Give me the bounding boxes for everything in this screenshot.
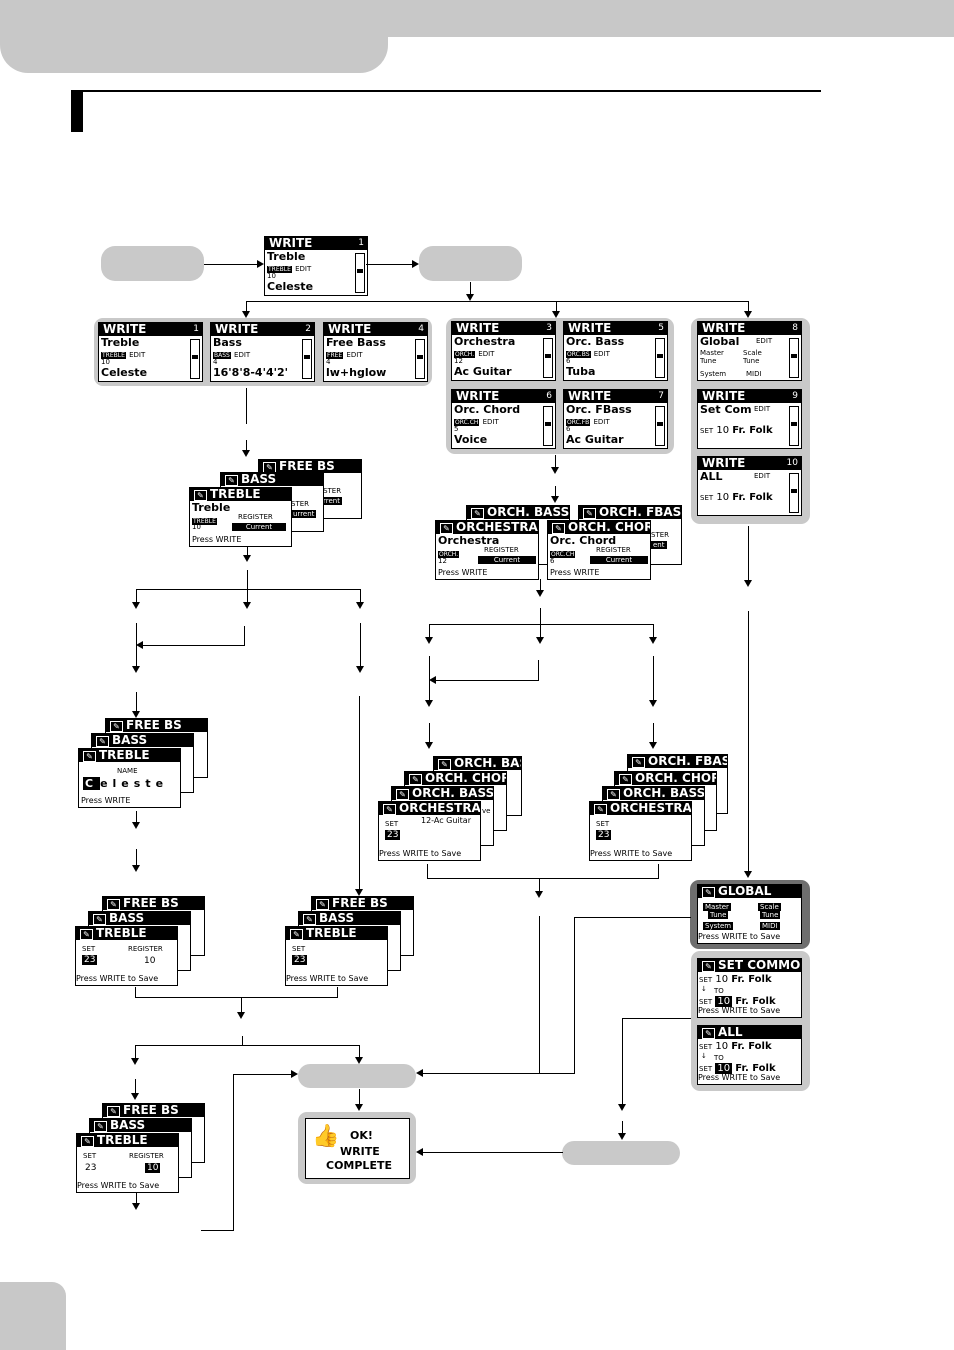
- start-pill: [101, 246, 204, 281]
- register-screen-orchestra: ✎ORCHESTRA Orchestra ORCH. 12 REGISTER C…: [435, 520, 539, 580]
- global-save-screen: ✎GLOBAL Master Tune Scale Tune System MI…: [697, 884, 802, 944]
- write-confirm-pill: [298, 1064, 416, 1088]
- save-screen-treble-c: ✎TREBLE SET REGISTER 23 10 Press WRITE t…: [76, 1133, 179, 1193]
- page-corner-tab: [0, 1282, 66, 1350]
- section-rule: [71, 90, 821, 92]
- save-screen-treble-b: ✎TREBLE SET 23 Press WRITE to Save: [285, 926, 388, 986]
- register-screen-treble: ✎TREBLE Treble TREBLE 10 REGISTER Curren…: [189, 487, 292, 547]
- section-marker: [71, 91, 83, 132]
- header-tab: [0, 0, 388, 73]
- thumbs-up-icon: 👍: [312, 1124, 340, 1149]
- all-save-screen: ✎ALL SET 10 Fr. Folk ↓ TO SET 10 Fr. Fol…: [697, 1025, 802, 1085]
- save-screen-orchestra-b: ✎ORCHESTRA SET 23 Press WRITE to Save: [589, 801, 692, 861]
- cancel-pill: [562, 1141, 680, 1165]
- register-screen-orchchord: ✎ORCH. CHORD Orc. Chord ORC.CH 6 REGISTE…: [547, 520, 651, 580]
- save-screen-orchestra-a: ✎ORCHESTRA SET 12-Ac Guitar 23 Press WRI…: [378, 801, 481, 861]
- save-screen-treble-a: ✎TREBLE SET REGISTER 23 10 Press WRITE t…: [75, 926, 178, 986]
- setcommon-save-screen: ✎SET COMMON SET 10 Fr. Folk ↓ TO SET 10 …: [697, 958, 802, 1018]
- write-complete-screen: 👍 OK! WRITE COMPLETE: [305, 1118, 410, 1179]
- next-pill: [419, 246, 522, 281]
